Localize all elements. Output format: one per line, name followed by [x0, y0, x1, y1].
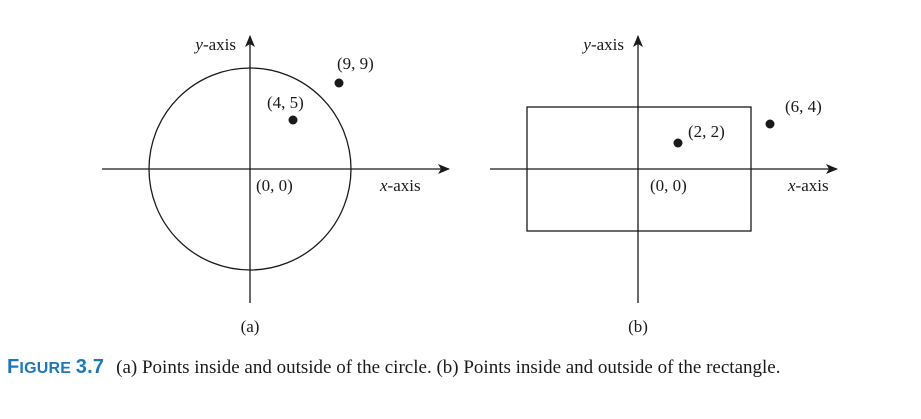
figure-label-rest: IGURE	[19, 360, 72, 377]
figure-label-initial: F	[7, 356, 20, 378]
point-outside-label: (6, 4)	[785, 97, 822, 116]
point-inside-label: (4, 5)	[267, 93, 304, 112]
point-outside-label: (9, 9)	[337, 54, 374, 73]
point-inside-marker	[673, 138, 683, 148]
figure-label: FIGURE 3.7	[7, 356, 104, 378]
panel-b: y-axis x-axis (0, 0) (2, 2) (6, 4) (b)	[490, 35, 838, 336]
y-axis-label: y-axis	[193, 35, 236, 54]
origin-label: (0, 0)	[256, 176, 293, 195]
caption-text: (a) Points inside and outside of the cir…	[116, 357, 781, 378]
rectangle-shape	[526, 106, 752, 232]
point-outside-marker	[334, 78, 344, 88]
point-inside-marker	[288, 115, 298, 125]
y-axis-label: y-axis	[581, 35, 624, 54]
x-axis-label: x-axis	[787, 176, 829, 195]
panel-a-sublabel: (a)	[241, 317, 260, 336]
circle-shape	[148, 67, 352, 271]
panel-b-sublabel: (b)	[628, 317, 648, 336]
figure-caption: FIGURE 3.7 (a) Points inside and outside …	[7, 355, 912, 381]
panel-a: y-axis x-axis (0, 0) (4, 5) (9, 9) (a)	[102, 35, 450, 336]
origin-label: (0, 0)	[650, 176, 687, 195]
figure-number: 3.7	[75, 356, 105, 378]
point-inside-label: (2, 2)	[688, 122, 725, 141]
x-axis-label: x-axis	[379, 176, 421, 195]
point-outside-marker	[765, 119, 775, 129]
